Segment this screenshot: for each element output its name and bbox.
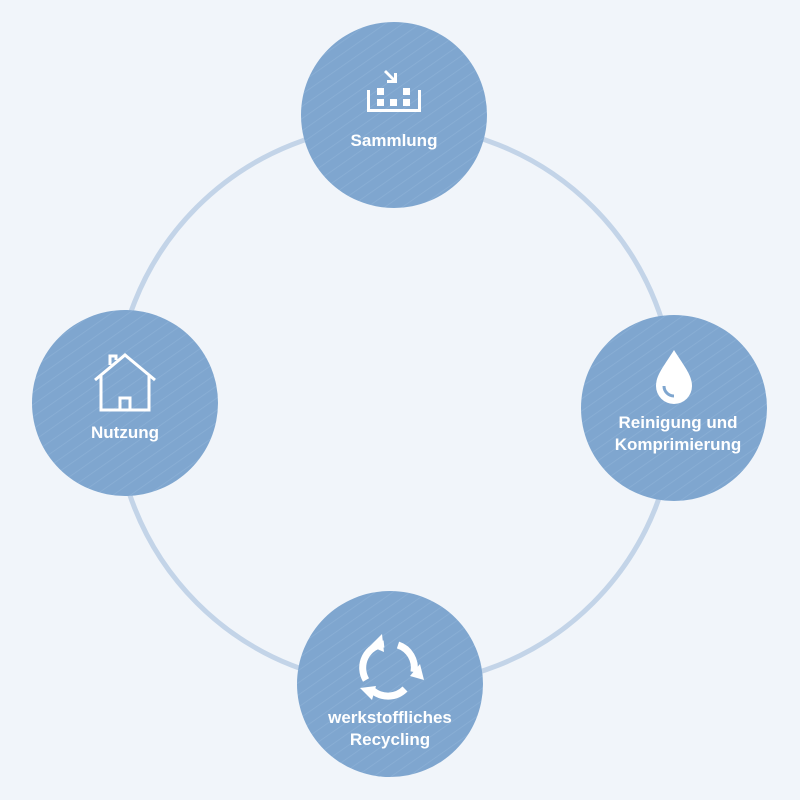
node-label: Sammlung [351,131,438,150]
node-nutzung: Nutzung [32,310,218,496]
node-label: Komprimierung [615,435,742,454]
node-recycling: werkstoffliches Recycling [297,591,483,777]
node-label: Nutzung [91,423,159,442]
water-drop-icon [656,350,692,404]
node-sammlung: Sammlung [301,22,487,208]
house-icon [94,353,156,412]
collection-box-icon [367,70,421,112]
node-label: Recycling [350,730,430,749]
node-label: werkstoffliches [327,708,452,727]
node-label: Reinigung und [619,413,738,432]
node-reinigung: Reinigung und Komprimierung [581,315,767,501]
